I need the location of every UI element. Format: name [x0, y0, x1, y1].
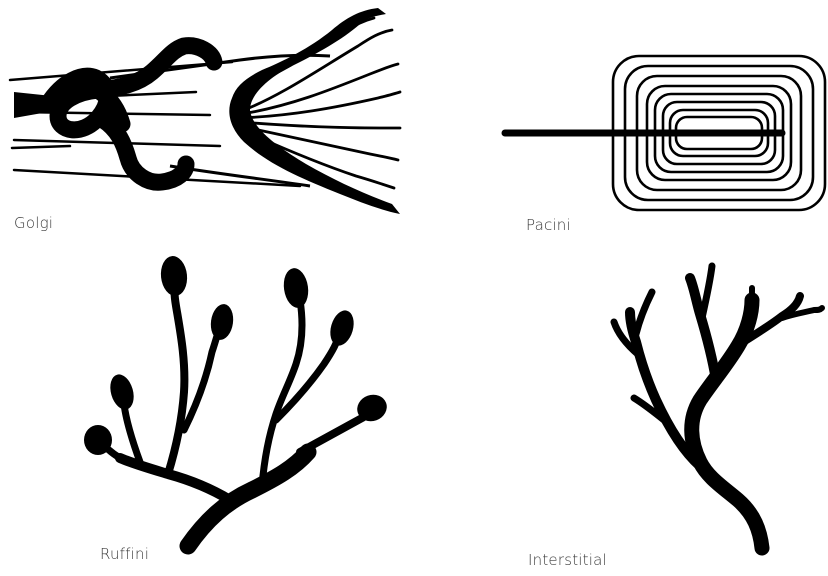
ruffini-label: Ruffini	[100, 545, 149, 563]
interstitial-ending-icon	[614, 266, 822, 548]
pacini-label: Pacini	[526, 216, 571, 234]
pacinian-corpuscle-icon	[505, 56, 825, 210]
golgi-tendon-organ-icon	[10, 8, 400, 214]
interstitial-label: Interstitial	[528, 551, 607, 569]
golgi-label: Golgi	[14, 214, 53, 232]
ruffini-ending-icon	[84, 255, 391, 546]
